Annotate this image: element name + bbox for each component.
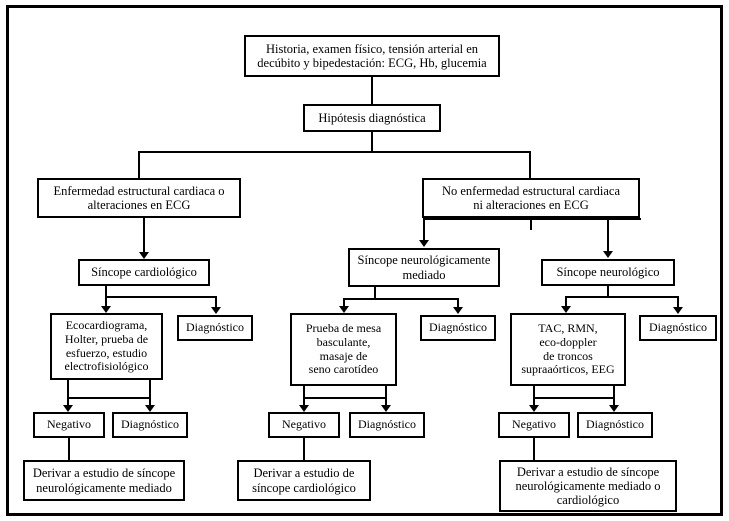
connector-neurologic-negative-to-refer: [533, 438, 535, 461]
arrow-to-cardiac-tests: [101, 306, 111, 313]
connector-neurologic-stem: [607, 286, 609, 297]
connector-neuro-mediated-negative-drop: [303, 397, 305, 406]
connector-cardiac-diagnostic-drop: [149, 397, 151, 406]
node-cardiac-diagnostic: Diagnóstico: [177, 315, 253, 341]
arrow-to-neurologic-syncope: [603, 251, 613, 258]
connector-cardiac-negative-to-refer: [68, 438, 70, 461]
connector-neurologic-diagnostic-drop: [613, 397, 615, 406]
node-neuro-mediated-tests: Prueba de mesa basculante, masaje de sen…: [290, 313, 397, 386]
node-neuro-mediated-syncope: Síncope neurológicamente mediado: [348, 248, 500, 287]
connector-level3-bar: [423, 218, 641, 220]
node-structural-yes: Enfermedad estructural cardiaca o altera…: [37, 178, 241, 218]
node-structural-no: No enfermedad estructural cardiaca ni al…: [422, 178, 640, 218]
node-refer-neuro-mediated: Derivar a estudio de síncope neurológica…: [23, 460, 185, 501]
arrow-to-neuro-mediated-diagnostic: [453, 307, 463, 314]
connector-neuro-mediated-right-drop: [457, 298, 459, 308]
arrow-to-neurologic-negative: [529, 405, 539, 412]
node-cardiac-tests: Ecocardiograma, Holter, prueba de esfuer…: [50, 313, 163, 380]
connector-cardiologic-left-drop: [105, 296, 107, 307]
connector-neuro-mediated-results-stem-right: [385, 386, 387, 398]
node-neurologic-result-diagnostic: Diagnóstico: [577, 412, 653, 438]
arrow-to-cardiac-negative: [63, 405, 73, 412]
arrow-to-neuro-mediated-negative: [299, 405, 309, 412]
node-refer-both: Derivar a estudio de síncope neurológica…: [499, 460, 677, 512]
connector-structural-yes-down: [143, 218, 145, 252]
connector-neurologic-negative-drop: [533, 397, 535, 406]
node-neuro-mediated-negative: Negativo: [268, 412, 340, 438]
arrow-to-cardiac-result-diagnostic: [145, 405, 155, 412]
arrow-to-cardiac-diagnostic: [211, 307, 221, 314]
node-refer-cardiologic: Derivar a estudio de síncope cardiológic…: [237, 460, 371, 501]
connector-initial-to-hypothesis: [371, 77, 373, 104]
connector-neuro-mediated-results-stem-left: [303, 386, 305, 398]
connector-neuro-mediated-bar: [343, 298, 458, 300]
connector-neurologic-right-drop: [677, 296, 679, 308]
connector-cardiologic-stem: [105, 286, 107, 297]
arrow-to-neurologic-result-diagnostic: [609, 405, 619, 412]
connector-neurologic-results-bar: [533, 397, 615, 399]
connector-neuro-mediated-stem: [374, 287, 376, 299]
connector-level2-right-drop: [529, 151, 531, 178]
connector-neuro-mediated-negative-to-refer: [303, 438, 305, 461]
connector-neurologic-left-drop: [565, 296, 567, 307]
connector-level2-bar: [138, 151, 531, 153]
node-cardiac-result-diagnostic: Diagnóstico: [112, 412, 188, 438]
connector-neurologic-bar: [565, 296, 679, 298]
connector-neuro-mediated-results-bar: [303, 397, 387, 399]
node-neurologic-syncope: Síncope neurológico: [541, 259, 675, 286]
connector-level3-right-drop: [607, 218, 609, 252]
arrow-to-neurologic-diagnostic: [673, 307, 683, 314]
connector-cardiac-results-stem-right: [149, 380, 151, 398]
node-neurologic-tests: TAC, RMN, eco-doppler de troncos supraaó…: [510, 313, 626, 386]
connector-neuro-mediated-left-drop: [343, 298, 345, 307]
connector-level3-left-drop: [423, 218, 425, 241]
arrow-to-neuro-mediated-syncope: [419, 240, 429, 247]
node-initial-assessment: Historia, examen físico, tensión arteria…: [244, 35, 500, 77]
arrow-to-cardiologic-syncope: [139, 252, 149, 259]
connector-cardiac-negative-drop: [67, 397, 69, 406]
diagram-frame: Historia, examen físico, tensión arteria…: [6, 5, 723, 516]
connector-cardiac-results-bar: [67, 397, 151, 399]
node-neuro-mediated-result-diagnostic: Diagnóstico: [349, 412, 425, 438]
node-neurologic-negative: Negativo: [498, 412, 570, 438]
connector-cardiologic-bar: [105, 296, 217, 298]
connector-level2-left-drop: [138, 151, 140, 178]
node-cardiac-negative: Negativo: [33, 412, 105, 438]
connector-neurologic-results-stem-left: [533, 386, 535, 398]
arrow-to-neurologic-tests: [561, 306, 571, 313]
connector-hypothesis-down: [371, 132, 373, 152]
node-neuro-mediated-diagnostic: Diagnóstico: [420, 315, 496, 341]
node-hypothesis: Hipótesis diagnóstica: [303, 104, 441, 132]
connector-cardiologic-right-drop: [215, 296, 217, 308]
node-cardiologic-syncope: Síncope cardiológico: [78, 259, 210, 286]
connector-cardiac-results-stem-left: [67, 380, 69, 398]
arrow-to-neuro-mediated-tests: [339, 306, 349, 313]
connector-neurologic-results-stem-right: [613, 386, 615, 398]
arrow-to-neuro-mediated-result-diagnostic: [381, 405, 391, 412]
connector-neuro-mediated-diagnostic-drop: [385, 397, 387, 406]
node-neurologic-diagnostic: Diagnóstico: [639, 315, 717, 341]
connector-structural-no-down: [530, 218, 532, 230]
